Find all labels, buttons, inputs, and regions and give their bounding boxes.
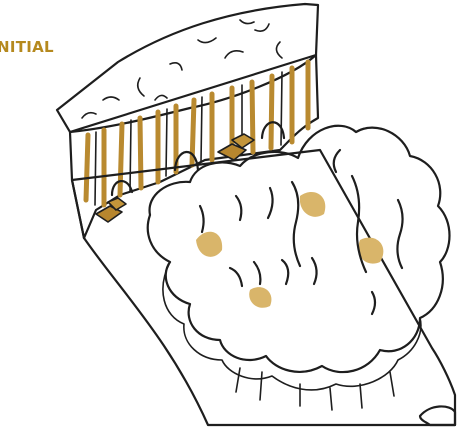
landslide-cracks [200,150,403,314]
cliff-stripes [86,62,308,205]
landslide-shadow [163,262,421,390]
landslide-drips [236,368,394,410]
plateau-surface [57,4,318,132]
ground-curl [420,406,455,425]
landslide-shading [196,192,383,308]
